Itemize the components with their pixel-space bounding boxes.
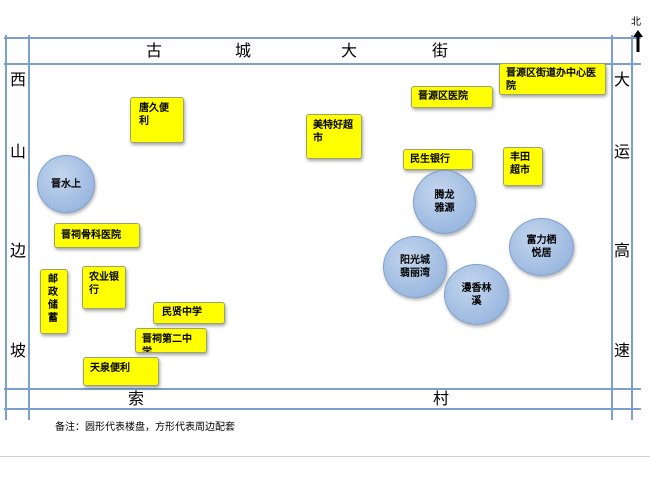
estate-yangguangcheng-feiliwan: 阳光城翡丽湾 xyxy=(383,236,447,298)
left-road-line-outer xyxy=(5,35,7,420)
estate-jinshuishang: 晋水上 xyxy=(37,155,95,213)
top-road-line-inner xyxy=(4,63,641,65)
facility-minsheng-bank: 民生银行 xyxy=(403,149,473,170)
top-street-char-4: 街 xyxy=(432,41,449,60)
top-street-char-3: 大 xyxy=(341,41,358,60)
top-street-char-2: 城 xyxy=(235,41,252,60)
left-road-line-inner xyxy=(28,35,30,420)
right-road-line-inner xyxy=(611,35,613,420)
estate-tenglong-yayuan: 腾龙雅源 xyxy=(413,170,476,234)
bottom-street-char-1: 索 xyxy=(128,389,145,408)
north-label: 北 xyxy=(631,17,641,28)
facility-tianquan-store: 天泉便利 xyxy=(83,357,159,386)
facility-minxian-middle-school: 民贤中学 xyxy=(153,302,225,324)
bottom-road-line-inner xyxy=(4,388,641,390)
left-street-char-4: 坡 xyxy=(9,341,26,360)
right-road-line-outer xyxy=(631,35,633,420)
left-street-char-3: 边 xyxy=(9,241,26,260)
estate-manxiang-linxi: 漫香林溪 xyxy=(444,264,509,325)
legend-note: 备注：圆形代表楼盘，方形代表周边配套 xyxy=(55,422,235,433)
left-street-char-2: 山 xyxy=(9,142,26,161)
top-road-line-outer xyxy=(4,37,641,39)
estate-fuli-qiyueju: 富力栖悦居 xyxy=(509,218,574,276)
right-street-char-4: 速 xyxy=(613,341,630,360)
right-street-char-1: 大 xyxy=(613,70,630,89)
bottom-street-char-2: 村 xyxy=(433,389,450,408)
north-arrow-icon xyxy=(633,30,643,52)
facility-community-medical-center: 晋源区街道办中心医院 xyxy=(499,63,606,95)
facility-jinyuan-hospital: 晋源区医院 xyxy=(411,86,493,108)
top-street-char-1: 古 xyxy=(146,41,163,60)
page-bottom-divider xyxy=(0,456,650,457)
facility-fengtian-supermarket: 丰田超市 xyxy=(503,147,543,186)
right-street-char-2: 运 xyxy=(613,142,630,161)
facility-postal-savings: 邮政储蓄 xyxy=(40,269,68,334)
right-street-char-3: 高 xyxy=(613,241,630,260)
facility-meitehao-supermarket: 美特好超市 xyxy=(306,114,362,159)
bottom-road-line-outer xyxy=(4,408,641,410)
facility-jinci-orthopedic-hospital: 晋祠骨科医院 xyxy=(54,223,140,248)
facility-agricultural-bank: 农业银行 xyxy=(82,266,126,309)
facility-tangjiu-store: 唐久便利 xyxy=(130,97,184,143)
facility-jinci-second-middle-school: 晋祠第二中学 xyxy=(135,328,207,353)
left-street-char-1: 西 xyxy=(9,70,26,89)
